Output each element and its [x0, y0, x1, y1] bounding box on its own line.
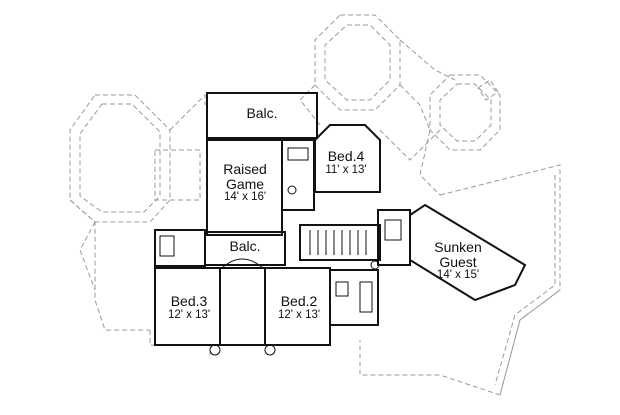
- bed2-size: 12' x 13': [277, 308, 321, 321]
- room-label-balc-top: Balc.: [246, 106, 277, 123]
- balc-mid-name: Balc.: [229, 238, 261, 254]
- roof-outlines: [69, 14, 561, 396]
- raised-game-name-line1: Raised: [223, 161, 267, 177]
- sunken-guest-name-line2: Guest: [439, 253, 477, 270]
- room-label-raised-game: Raised Game 14' x 16': [223, 161, 267, 204]
- bed4-size: 11' x 13': [325, 163, 367, 176]
- bed4-name: Bed.4: [327, 148, 365, 164]
- room-label-balc-mid: Balc.: [229, 239, 260, 256]
- balc-top-name: Balc.: [246, 105, 278, 121]
- raised-game-size: 14' x 16': [223, 191, 267, 204]
- bed3-name: Bed.3: [170, 293, 208, 309]
- walls: [154, 92, 527, 346]
- room-label-bed2: Bed.2 12' x 13': [278, 294, 320, 321]
- room-label-sunken-guest: Sunken Guest 14' x 15': [434, 239, 482, 282]
- raised-game-name-line2: Game: [225, 175, 265, 192]
- room-label-bed4: Bed.4 11' x 13': [325, 149, 366, 176]
- sunken-guest-size: 14' x 15': [436, 269, 480, 282]
- bed3-size: 12' x 13': [167, 308, 211, 321]
- room-label-bed3: Bed.3 12' x 13': [168, 294, 210, 321]
- bed2-name: Bed.2: [280, 293, 318, 309]
- sunken-guest-name-line1: Sunken: [434, 239, 482, 255]
- details: [159, 147, 402, 356]
